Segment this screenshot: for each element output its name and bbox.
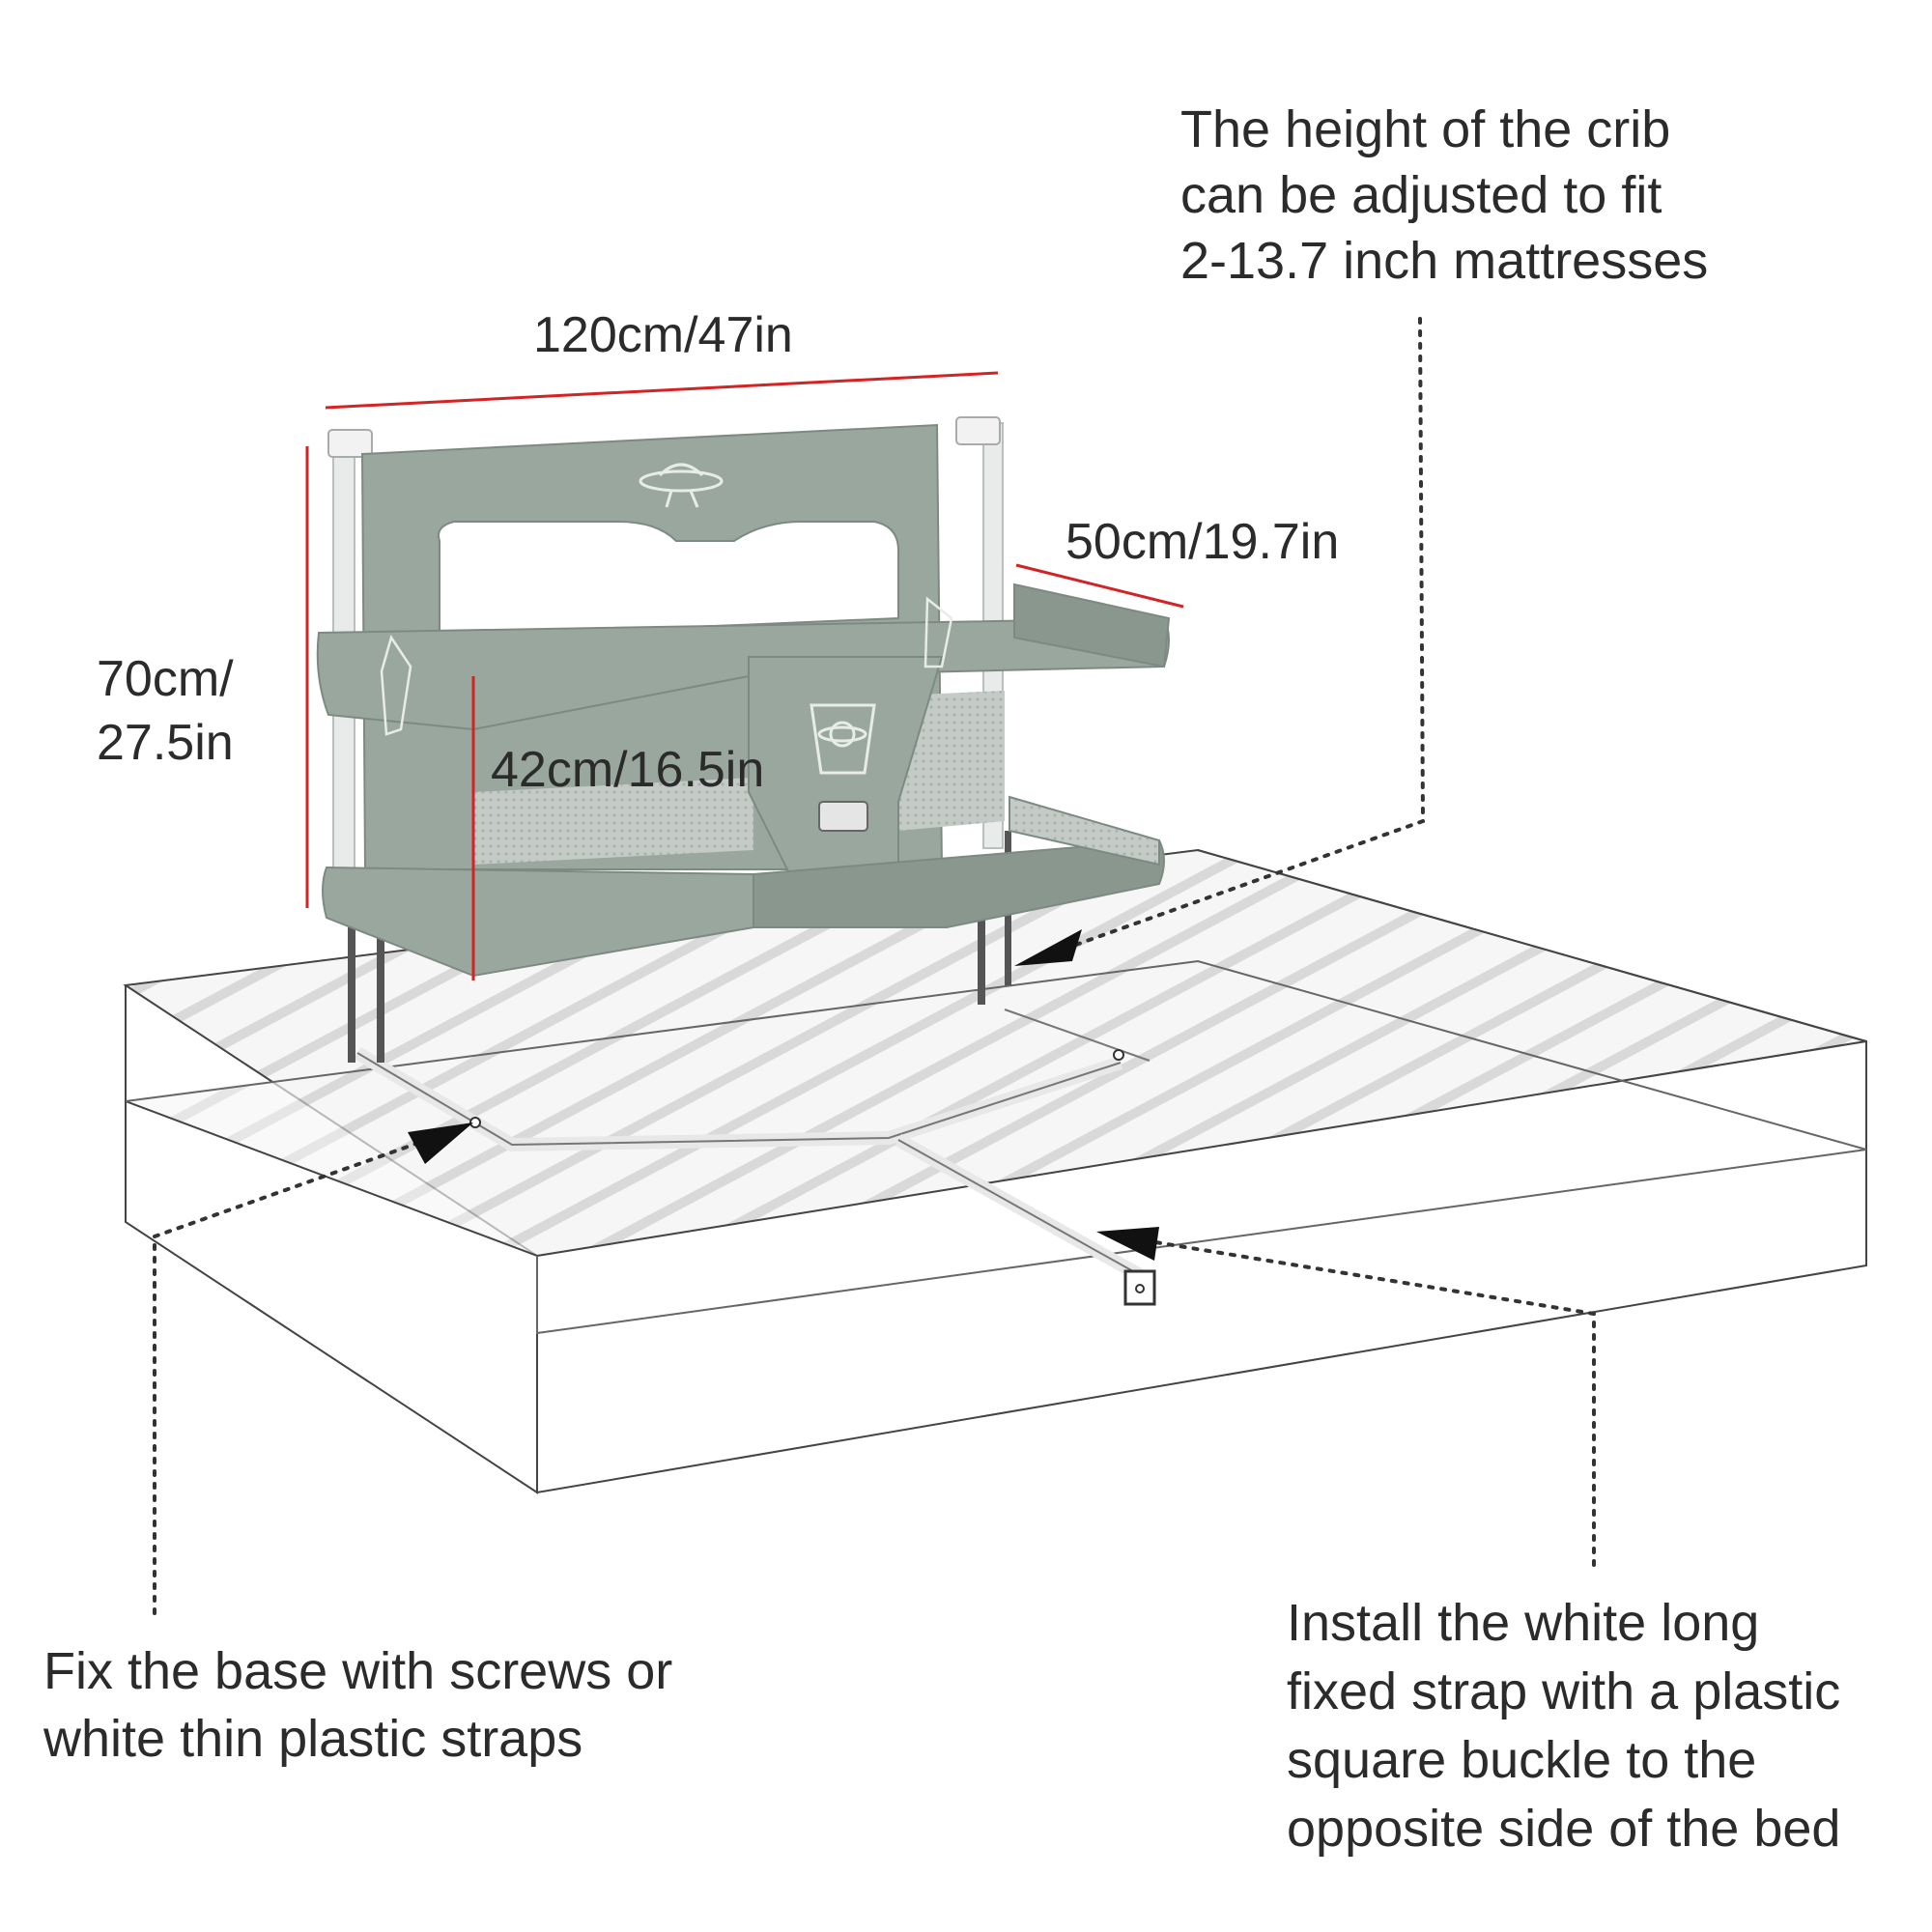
ufo-icon — [639, 463, 724, 508]
depth-dimension-label: 50cm/19.7in — [1065, 514, 1340, 570]
plastic-square-buckle — [1123, 1269, 1156, 1306]
screw-hole-right — [1113, 1049, 1124, 1061]
mattress-box-back — [1197, 849, 1867, 1042]
height-dimension-label: 70cm/ 27.5in — [97, 647, 234, 775]
rocket-icon — [380, 596, 953, 736]
mattress-box-outline-mid — [536, 1149, 1867, 1335]
side-strap — [1004, 1009, 1151, 1062]
y-strap-tail-outline — [897, 1139, 1141, 1276]
mattress — [123, 848, 1867, 1494]
crib-height-note: The height of the crib can be adjusted t… — [1180, 97, 1708, 294]
mattress-inner-top — [124, 961, 1866, 1333]
note-line: 2-13.7 inch mattresses — [1180, 232, 1709, 290]
rail-mesh — [473, 778, 753, 865]
note-line: square buckle to the — [1287, 1731, 1757, 1789]
planet-icon — [810, 703, 876, 775]
width-dimension-label: 120cm/47in — [533, 307, 793, 363]
depth-dimension-line — [1015, 563, 1184, 609]
screw-hole-left — [469, 1117, 481, 1128]
note-line: Install the white long — [1287, 1594, 1760, 1652]
bed-rail — [316, 416, 1171, 1063]
width-dimension-line — [325, 371, 999, 410]
post-clamp-right — [955, 416, 1001, 445]
y-strap-outline — [356, 1052, 1122, 1147]
note-line: opposite side of the bed — [1287, 1800, 1841, 1858]
arrow-base-fix — [408, 1122, 473, 1164]
note-line: The height of the crib — [1180, 100, 1671, 158]
inner-height-dimension-label: 42cm/16.5in — [491, 742, 765, 798]
rail-side-bottom-mesh — [1009, 795, 1160, 867]
note-line: white thin plastic straps — [43, 1710, 583, 1768]
dimension-lines — [305, 371, 1184, 980]
strap-install-note: Install the white long fixed strap with … — [1287, 1589, 1840, 1863]
post-clamp-left — [327, 429, 373, 458]
rail-side-top — [1013, 582, 1171, 668]
arrow-heads — [408, 929, 1159, 1261]
leader-base-fix — [153, 1128, 456, 1615]
mattress-box-outline-top — [125, 959, 1867, 1151]
rail-mesh-right — [898, 691, 1005, 831]
arrow-strap-install — [1096, 1227, 1159, 1261]
leader-strap-install — [1148, 1239, 1596, 1567]
note-line: fixed strap with a plastic — [1287, 1662, 1841, 1720]
rail-leg-right-1 — [978, 918, 985, 1005]
height-label-line-2: 27.5in — [97, 715, 234, 771]
leader-lines — [153, 317, 1596, 1615]
arrow-crib-height — [1014, 929, 1082, 966]
rail-leg-left-1 — [348, 927, 355, 1063]
mattress-right-face — [536, 1039, 1867, 1494]
leader-crib-height — [1041, 317, 1426, 958]
rail-release-button — [818, 801, 868, 832]
base-fix-note: Fix the base with screws or white thin p… — [43, 1637, 672, 1773]
height-label-line-1: 70cm/ — [97, 651, 234, 707]
rail-leg-left-2 — [377, 927, 384, 1063]
rail-front-bottom — [322, 866, 754, 978]
note-line: can be adjusted to fit — [1180, 166, 1662, 224]
note-line: Fix the base with screws or — [43, 1642, 673, 1700]
